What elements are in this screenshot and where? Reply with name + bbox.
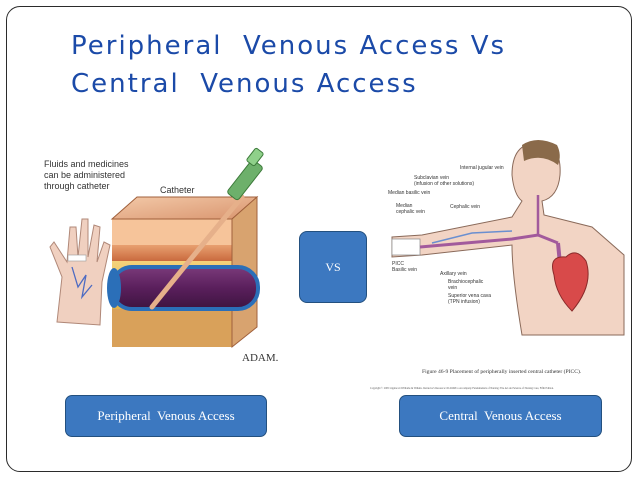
torso-graphic — [391, 140, 625, 336]
hand-graphic — [49, 218, 111, 326]
slide-title: Peripheral Venous Access Vs Central Veno… — [71, 27, 506, 103]
catheter-graphic — [149, 147, 264, 310]
central-access-illustration: Internal jugular vein Subclavian vein (i… — [370, 140, 625, 390]
fluids-note-line-1: Fluids and medicines — [44, 159, 129, 169]
fluids-note-line-2: can be administered — [44, 170, 125, 180]
cephalic-label: Cephalic vein — [450, 204, 480, 210]
adam-logo: ADAM. — [242, 352, 279, 364]
axillary-label: Axillary vein — [440, 271, 467, 277]
subclavian-note: (infusion of other solutions) — [414, 181, 474, 187]
median-cephalic-label-2: cephalic vein — [396, 209, 425, 215]
median-basilic-label: Median basilic vein — [388, 190, 430, 196]
vein-labels: Internal jugular vein Subclavian vein (i… — [388, 165, 504, 305]
median-cephalic-label-1: Median — [396, 203, 413, 209]
svc-note: (TPN infusion) — [448, 299, 480, 305]
slide: Peripheral Venous Access Vs Central Veno… — [6, 6, 632, 472]
figure-copyright: Copyright © 2005 Lippincott Williams & W… — [370, 387, 554, 390]
brachiocephalic-label-2: vein — [448, 285, 457, 291]
internal-jugular-label: Internal jugular vein — [460, 165, 504, 171]
fluids-note-line-3: through catheter — [44, 181, 110, 191]
catheter-label: Catheter — [160, 185, 195, 195]
brachiocephalic-label-1: Brachiocephalic — [448, 279, 484, 285]
central-access-caption: Central Venous Access — [399, 395, 602, 437]
title-line-2: Central Venous Access — [71, 69, 418, 99]
title-line-1: Peripheral Venous Access Vs — [71, 31, 507, 61]
vs-box: VS — [299, 231, 367, 303]
heart-graphic — [552, 252, 589, 312]
figure-caption: Figure 46-9 Placement of peripherally in… — [422, 368, 582, 375]
basilic-label: Basilic vein — [392, 267, 417, 273]
picc-label: PICC — [392, 261, 404, 267]
peripheral-access-caption: Peripheral Venous Access — [65, 395, 267, 437]
subclavian-label: Subclavian vein — [414, 175, 449, 181]
peripheral-access-illustration: Fluids and medicines can be administered… — [44, 147, 279, 364]
svc-label: Superior vena cava — [448, 293, 491, 299]
